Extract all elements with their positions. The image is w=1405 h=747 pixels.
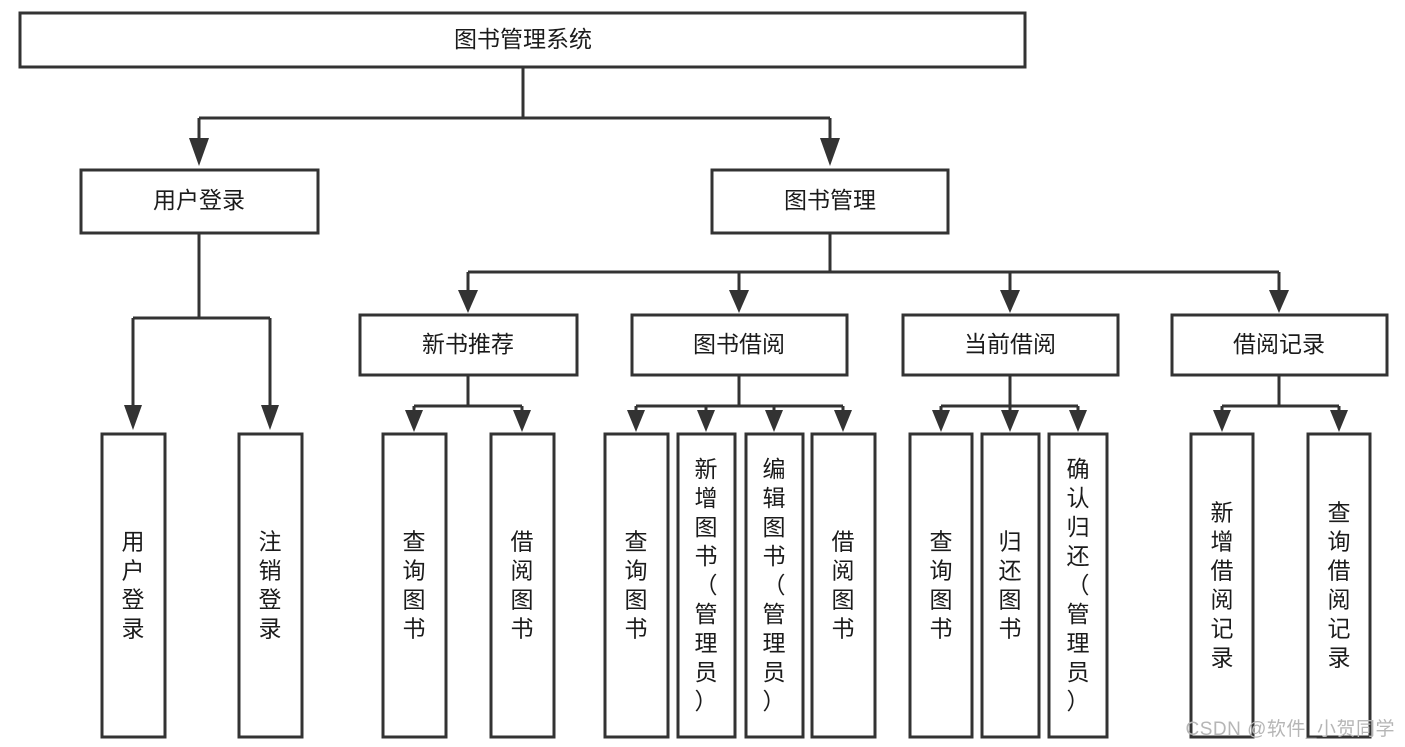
node-current-borrow[interactable]: 当前借阅 <box>901 313 1120 377</box>
node-root[interactable]: 图书管理系统 <box>18 11 1027 69</box>
node-user-login-label: 用户登录 <box>153 187 245 213</box>
arrowhead-leaf-new-book-2 <box>513 410 531 432</box>
node-current-borrow-label: 当前借阅 <box>964 331 1056 357</box>
arrowhead-leaf-new-book-1 <box>405 410 423 432</box>
leaf-book-borrow-1-label: 查询图书 <box>625 529 648 642</box>
leaf-user-login-1-label: 用户登录 <box>122 529 145 642</box>
leaf-user-login-2[interactable]: 注销登录 <box>237 432 304 739</box>
node-root-label: 图书管理系统 <box>454 26 592 52</box>
node-borrow-record-box[interactable] <box>1170 313 1389 377</box>
arrowhead-leaf-current-borrow-3 <box>1069 410 1087 432</box>
leaf-book-borrow-2[interactable]: 新增图书（管理员） <box>676 432 737 739</box>
node-borrow-record-label: 借阅记录 <box>1233 331 1325 357</box>
arrowhead-leaf-borrow-record-1 <box>1213 410 1231 432</box>
leaf-current-borrow-1[interactable]: 查询图书 <box>908 432 974 739</box>
leaf-book-borrow-4-box[interactable] <box>810 432 877 739</box>
leaf-current-borrow-2[interactable]: 归还图书 <box>980 432 1041 739</box>
arrowhead-leaf-borrow-record-2 <box>1330 410 1348 432</box>
arrowhead-new-book <box>458 290 478 313</box>
leaf-current-borrow-2-label: 归还图书 <box>999 529 1022 642</box>
node-user-login-box[interactable] <box>79 168 320 235</box>
leaf-book-borrow-2-label: 新增图书（管理员） <box>695 456 718 714</box>
connector-group-new-book <box>405 375 531 432</box>
node-book-management[interactable]: 图书管理 <box>710 168 950 235</box>
leaf-borrow-record-1[interactable]: 新增借阅记录 <box>1189 432 1255 739</box>
node-book-borrow-label: 图书借阅 <box>693 331 785 357</box>
node-book-management-label: 图书管理 <box>784 187 876 213</box>
arrowhead-leaf-book-borrow-2 <box>697 410 715 432</box>
leaf-user-login-1-box[interactable] <box>100 432 167 739</box>
node-new-book-recommend-box[interactable] <box>358 313 579 377</box>
leaf-borrow-record-1-box[interactable] <box>1189 432 1255 739</box>
arrowhead-leaf-book-borrow-4 <box>834 410 852 432</box>
leaf-borrow-record-2-label: 查询借阅记录 <box>1328 500 1351 671</box>
arrowhead-leaf-current-borrow-1 <box>932 410 950 432</box>
leaf-new-book-2[interactable]: 借阅图书 <box>489 432 556 739</box>
leaf-current-borrow-1-box[interactable] <box>908 432 974 739</box>
leaf-current-borrow-3-box[interactable] <box>1047 432 1109 739</box>
leaf-book-borrow-3-box[interactable] <box>744 432 805 739</box>
arrowhead-leaf-user-login-2 <box>261 405 279 430</box>
leaf-new-book-1-label: 查询图书 <box>403 529 426 642</box>
arrowhead-current-borrow <box>1000 290 1020 313</box>
connector-group-user-login <box>124 233 279 430</box>
leaf-book-borrow-3-label: 编辑图书（管理员） <box>763 456 786 714</box>
arrowhead-book-mgmt <box>820 138 840 166</box>
node-book-borrow-box[interactable] <box>630 313 849 377</box>
connector-group-borrow-record <box>1213 375 1348 432</box>
connector-group-current-borrow <box>932 375 1087 432</box>
leaf-new-book-2-label: 借阅图书 <box>511 529 534 642</box>
leaf-book-borrow-4[interactable]: 借阅图书 <box>810 432 877 739</box>
node-user-login[interactable]: 用户登录 <box>79 168 320 235</box>
leaf-current-borrow-3-label: 确认归还（管理员） <box>1067 456 1090 714</box>
leaf-borrow-record-2[interactable]: 查询借阅记录 <box>1306 432 1372 739</box>
leaf-new-book-2-box[interactable] <box>489 432 556 739</box>
node-book-management-box[interactable] <box>710 168 950 235</box>
node-current-borrow-box[interactable] <box>901 313 1120 377</box>
leaf-new-book-1[interactable]: 查询图书 <box>381 432 448 739</box>
node-root-box[interactable] <box>18 11 1027 69</box>
connector-group-book-borrow <box>627 375 852 432</box>
arrowhead-leaf-book-borrow-3 <box>765 410 783 432</box>
connector-group-root <box>189 67 840 166</box>
leaf-current-borrow-2-box[interactable] <box>980 432 1041 739</box>
connector-group-book-mgmt <box>458 233 1289 313</box>
arrowhead-leaf-book-borrow-1 <box>627 410 645 432</box>
arrowhead-user-login <box>189 138 209 166</box>
leaf-book-borrow-2-box[interactable] <box>676 432 737 739</box>
leaf-borrow-record-2-box[interactable] <box>1306 432 1372 739</box>
node-borrow-record[interactable]: 借阅记录 <box>1170 313 1389 377</box>
node-book-borrow[interactable]: 图书借阅 <box>630 313 849 377</box>
node-new-book-recommend[interactable]: 新书推荐 <box>358 313 579 377</box>
leaf-user-login-2-box[interactable] <box>237 432 304 739</box>
csdn-watermark: CSDN @软件_小贺同学 <box>1185 719 1395 740</box>
node-new-book-recommend-label: 新书推荐 <box>422 331 514 357</box>
leaf-book-borrow-3[interactable]: 编辑图书（管理员） <box>744 432 805 739</box>
arrowhead-leaf-current-borrow-2 <box>1001 410 1019 432</box>
leaf-borrow-record-1-label: 新增借阅记录 <box>1211 500 1234 671</box>
arrowhead-borrow-record <box>1269 290 1289 313</box>
arrowhead-leaf-user-login-1 <box>124 405 142 430</box>
arrowhead-book-borrow <box>729 290 749 313</box>
leaf-book-borrow-1-box[interactable] <box>603 432 670 739</box>
leaf-current-borrow-3[interactable]: 确认归还（管理员） <box>1047 432 1109 739</box>
leaf-book-borrow-4-label: 借阅图书 <box>832 529 855 642</box>
leaf-user-login-1[interactable]: 用户登录 <box>100 432 167 739</box>
leaf-user-login-2-label: 注销登录 <box>259 529 282 642</box>
leaf-current-borrow-1-label: 查询图书 <box>930 529 953 642</box>
leaf-new-book-1-box[interactable] <box>381 432 448 739</box>
leaf-book-borrow-1[interactable]: 查询图书 <box>603 432 670 739</box>
